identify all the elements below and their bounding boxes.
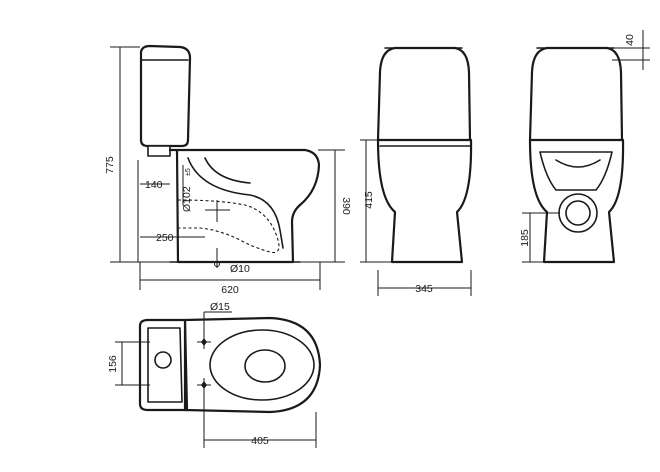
label-185: 185 [519, 229, 531, 247]
front-bowl [376, 138, 473, 264]
label-156: 156 [107, 355, 119, 373]
front-view: 415 345 [360, 46, 473, 296]
label-40: 40 [624, 34, 636, 46]
top-bolt-hole-lower [197, 378, 211, 392]
side-trap-inner [204, 157, 251, 184]
rear-inner-curve [555, 159, 601, 168]
side-bowl [168, 148, 321, 264]
label-620: 620 [221, 284, 239, 296]
label-102-tolerance: ±5 [185, 168, 192, 176]
label-390: 390 [340, 197, 352, 215]
front-cistern [376, 46, 472, 142]
rear-outlet-inner [565, 200, 591, 226]
label-345: 345 [415, 283, 433, 295]
top-bowl-outline [183, 316, 322, 414]
top-bolt-hole-upper [197, 335, 211, 349]
side-cistern [139, 44, 192, 148]
label-405: 405 [251, 435, 269, 447]
side-outlet-dashed [177, 199, 280, 254]
rear-inner [539, 151, 613, 191]
label-015: Ø15 [210, 301, 230, 313]
side-trap [187, 157, 284, 249]
rear-outlet-outer [558, 193, 598, 233]
rear-view: 40 185 [519, 30, 650, 264]
top-flush-button [154, 351, 172, 369]
top-view: Ø15 156 405 [107, 301, 322, 448]
side-view: 775 140 Ø102 ±5 250 Ø10 390 620 [104, 44, 352, 296]
label-415: 415 [363, 191, 375, 209]
top-cistern [138, 318, 189, 412]
top-cistern-inner [147, 327, 183, 403]
side-flush-pipe [147, 145, 171, 157]
label-102: Ø102 [181, 186, 193, 212]
label-140: 140 [145, 179, 163, 191]
rear-cistern [528, 46, 624, 142]
top-bowl-opening [244, 349, 286, 383]
label-250: 250 [156, 232, 174, 244]
label-775: 775 [104, 156, 116, 174]
top-seat-ring [209, 329, 315, 401]
label-010: Ø10 [230, 263, 250, 275]
